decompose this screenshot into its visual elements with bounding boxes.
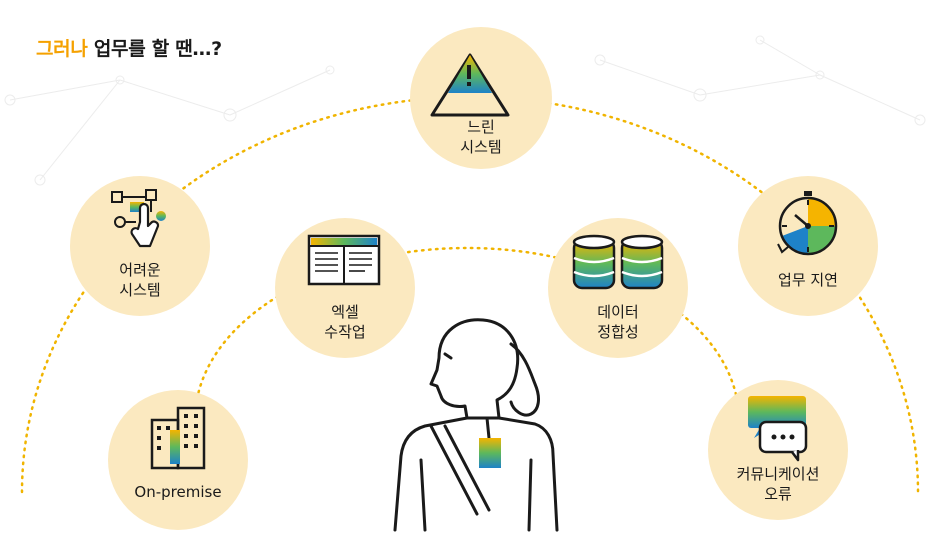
spreadsheet-icon	[307, 234, 381, 286]
title-rest: 업무를 할 땐…?	[93, 38, 222, 60]
inner-dotted-arc	[193, 246, 741, 422]
node-hard-system: 어려운 시스템	[70, 176, 210, 316]
delay-label: 업무 지연	[778, 271, 838, 289]
communication-label-2: 오류	[764, 485, 792, 503]
building-icon	[150, 406, 206, 470]
node-delay: 업무 지연	[738, 176, 878, 316]
communication-label-1: 커뮤니케이션	[736, 465, 820, 483]
page-title: 그러나 업무를 할 땐…?	[36, 34, 222, 61]
slow-system-label-1: 느린	[467, 118, 495, 136]
network-decoration	[4, 35, 926, 186]
data-label-1: 데이터	[597, 303, 639, 321]
node-communication: 커뮤니케이션 오류	[708, 380, 848, 520]
hard-system-label-2: 시스템	[119, 281, 161, 299]
slow-system-label-2: 시스템	[460, 138, 502, 156]
data-label-2: 정합성	[597, 323, 639, 341]
excel-label-2: 수작업	[324, 323, 366, 341]
hard-system-label-1: 어려운	[119, 261, 161, 279]
outer-dotted-arc	[20, 95, 920, 494]
person-with-badge-icon	[393, 318, 559, 532]
onprem-label: On-premise	[134, 483, 222, 501]
chat-bubble-icon	[748, 396, 808, 462]
node-excel: 엑셀 수작업	[275, 218, 415, 358]
title-accent: 그러나	[36, 38, 88, 60]
node-data: 데이터 정합성	[548, 218, 688, 358]
node-onprem: On-premise	[108, 390, 248, 530]
warning-pyramid-icon	[430, 53, 510, 117]
excel-label-1: 엑셀	[331, 303, 359, 321]
touch-flow-icon	[111, 189, 166, 248]
database-icon	[572, 234, 664, 290]
clock-icon	[777, 191, 838, 256]
node-slow-system: 느린 시스템	[410, 27, 552, 169]
